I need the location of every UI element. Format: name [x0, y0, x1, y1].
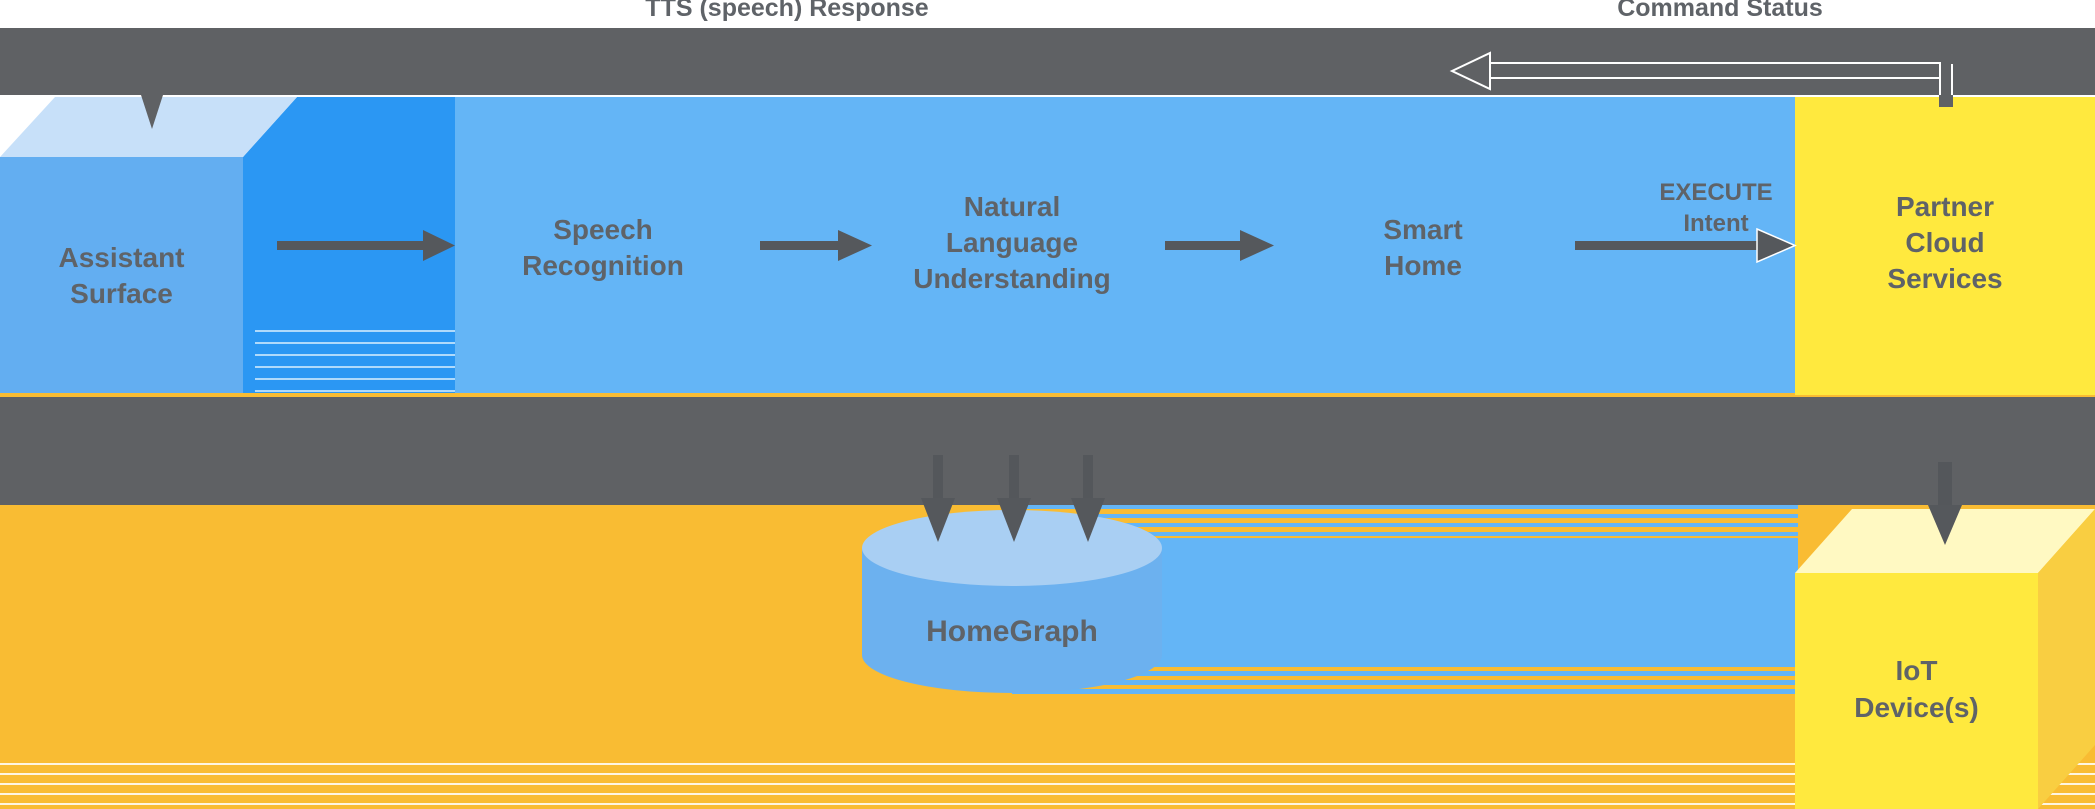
assistant-depth-stripes: [255, 330, 460, 393]
device-flow-band: [0, 397, 2095, 505]
tts-response-label: TTS (speech) Response: [645, 0, 929, 22]
yellow-gap-line: [0, 393, 2095, 397]
command-status-label: Command Status: [1617, 0, 1823, 22]
homegraph-cylinder-top: [862, 510, 1162, 586]
google-assistant-panel: [455, 97, 1795, 393]
assistant-surface-box: [0, 157, 243, 393]
iot-device-box: [1795, 573, 2038, 809]
partner-cloud-services-box: [1795, 97, 2095, 395]
response-flow-band: [0, 28, 2095, 95]
bottom-fade-stripes: [0, 763, 2095, 809]
